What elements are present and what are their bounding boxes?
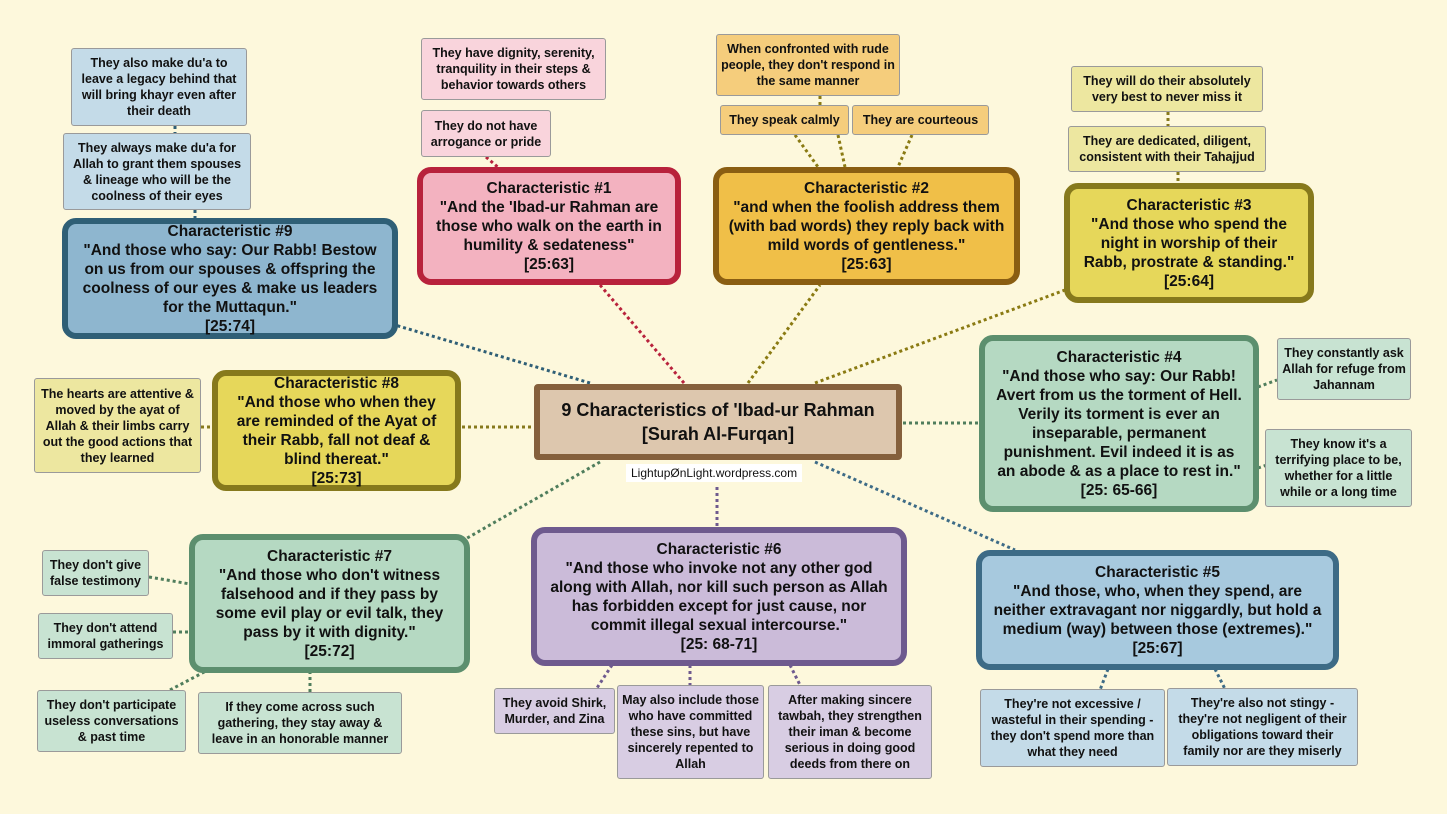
characteristic-1: Characteristic #1"And the 'Ibad-ur Rahma… [417,167,681,285]
characteristic-4-text: "And those who say: Our Rabb! Avert from… [996,367,1242,480]
characteristic-4-heading: Characteristic #4 [1056,348,1182,366]
characteristic-3: Characteristic #3"And those who spend th… [1064,183,1314,303]
note-c6-tawbah: After making sincere tawbah, they streng… [768,685,932,779]
characteristic-3-heading: Characteristic #3 [1126,196,1252,214]
characteristic-8-text: "And those who when they are reminded of… [236,393,437,468]
characteristic-2-heading: Characteristic #2 [804,179,929,197]
note-c9-legacy-dua: They also make du'a to leave a legacy be… [71,48,247,126]
characteristic-9: Characteristic #9"And those who say: Our… [62,218,398,339]
note-c3-dedicated: They are dedicated, diligent, consistent… [1068,126,1266,172]
characteristic-1-ref: [25:63] [524,255,574,273]
note-c2-speak-calmly: They speak calmly [720,105,849,135]
characteristic-7: Characteristic #7"And those who don't wi… [189,534,470,673]
note-c7-false-testimony: They don't give false testimony [42,550,149,596]
central-topic: 9 Characteristics of 'Ibad-ur Rahman [Su… [534,384,902,460]
characteristic-7-text: "And those who don't witness falsehood a… [215,566,444,641]
characteristic-5-heading: Characteristic #5 [1095,563,1220,581]
central-title-line1: 9 Characteristics of 'Ibad-ur Rahman [561,400,875,420]
characteristic-2-text: "and when the foolish address them (with… [728,198,1005,254]
characteristic-4: Characteristic #4"And those who say: Our… [979,335,1259,512]
central-title-line2: [Surah Al-Furqan] [641,424,795,444]
characteristic-9-heading: Characteristic #9 [167,222,293,240]
characteristic-3-ref: [25:64] [1164,272,1214,290]
characteristic-7-ref: [25:72] [304,642,355,660]
characteristic-8: Characteristic #8"And those who when the… [212,370,461,491]
characteristic-9-text: "And those who say: Our Rabb! Bestow on … [82,241,378,316]
connector-c2 [746,284,822,384]
note-c3-never-miss: They will do their absolutely very best … [1071,66,1263,112]
note-c2-rude-people: When confronted with rude people, they d… [716,34,900,96]
note-c7-stay-away: If they come across such gathering, they… [198,692,402,754]
credit-label: LightupØnLight.wordpress.com [626,464,803,482]
characteristic-5: Characteristic #5"And those, who, when t… [976,550,1339,670]
note-c6-avoid-shirk: They avoid Shirk, Murder, and Zina [494,688,615,734]
characteristic-7-heading: Characteristic #7 [267,547,392,565]
note-c2-courteous: They are courteous [852,105,989,135]
characteristic-2-ref: [25:63] [841,255,892,273]
characteristic-8-ref: [25:73] [311,469,362,487]
note-c8-hearts-attentive: The hearts are attentive & moved by the … [34,378,201,473]
note-c5-not-excessive: They're not excessive / wasteful in thei… [980,689,1165,767]
note-c1-no-arrogance: They do not have arrogance or pride [421,110,551,157]
characteristic-4-ref: [25: 65-66] [1080,481,1158,499]
connector-c5 [814,460,1016,552]
characteristic-6-text: "And those who invoke not any other god … [550,559,888,634]
characteristic-3-text: "And those who spend the night in worshi… [1083,215,1295,271]
note-c5-not-stingy: They're also not stingy - they're not ne… [1167,688,1358,766]
note-c9-spouses-dua: They always make du'a for Allah to grant… [63,133,251,210]
note-c7-useless-conversations: They don't participate useless conversat… [37,690,186,752]
characteristic-6: Characteristic #6"And those who invoke n… [531,527,907,666]
characteristic-1-heading: Characteristic #1 [486,179,612,197]
note-c4-refuge: They constantly ask Allah for refuge fro… [1277,338,1411,400]
characteristic-6-heading: Characteristic #6 [656,540,782,558]
characteristic-1-text: "And the 'Ibad-ur Rahman are those who w… [436,198,662,254]
characteristic-8-heading: Characteristic #8 [274,374,399,392]
note-c1-dignity: They have dignity, serenity, tranquility… [421,38,606,100]
characteristic-9-ref: [25:74] [205,317,255,335]
characteristic-5-ref: [25:67] [1132,639,1183,657]
connector-c3 [814,288,1066,385]
characteristic-6-ref: [25: 68-71] [680,635,758,653]
characteristic-2: Characteristic #2"and when the foolish a… [713,167,1020,285]
note-c6-repented: May also include those who have committe… [617,685,764,779]
note-c7-immoral-gatherings: They don't attend immoral gatherings [38,613,173,659]
connector-c1 [598,284,686,384]
connector-c9 [394,323,591,385]
note-c4-terrifying: They know it's a terrifying place to be,… [1265,429,1412,507]
characteristic-5-text: "And those, who, when they spend, are ne… [993,582,1322,638]
connector-c7 [454,460,601,547]
